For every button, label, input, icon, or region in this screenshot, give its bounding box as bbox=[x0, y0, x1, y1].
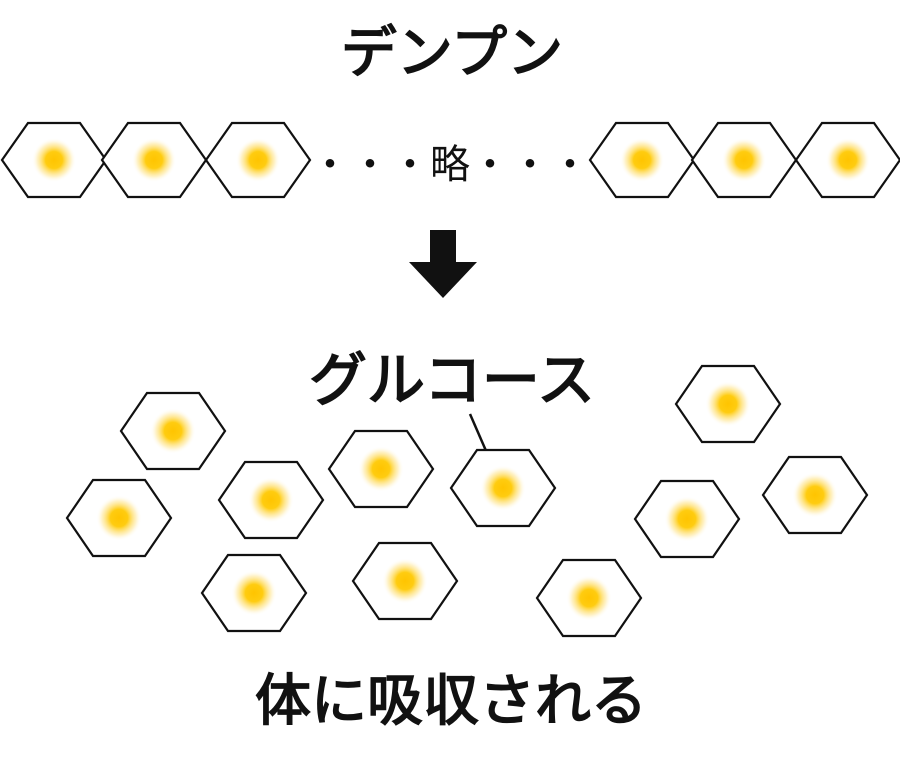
glucose-dot-icon bbox=[664, 496, 710, 542]
glucose-molecule bbox=[200, 553, 308, 633]
glucose-molecules bbox=[65, 364, 869, 638]
glucose-molecule bbox=[351, 541, 459, 621]
glucose-dot-icon bbox=[705, 381, 751, 427]
down-arrow-icon bbox=[409, 230, 477, 298]
glucose-molecule bbox=[65, 478, 173, 558]
starch-unit bbox=[690, 121, 798, 199]
glucose-dot-icon bbox=[566, 575, 612, 621]
glucose-dot-icon bbox=[358, 446, 404, 492]
title-starch: デンプン bbox=[341, 21, 563, 86]
glucose-dot-icon bbox=[231, 570, 277, 616]
glucose-molecule bbox=[633, 479, 741, 559]
caption-absorbed: 体に吸収される bbox=[255, 669, 647, 734]
ellipsis-text: ・・・略・・・ bbox=[310, 142, 590, 188]
glucose-label: グルコース bbox=[309, 346, 595, 414]
glucose-molecule bbox=[449, 448, 557, 528]
glucose-dot-icon bbox=[235, 137, 281, 183]
starch-unit bbox=[204, 121, 312, 199]
glucose-molecule bbox=[535, 558, 643, 638]
glucose-dot-icon bbox=[382, 558, 428, 604]
glucose-molecule bbox=[761, 455, 869, 535]
glucose-molecule bbox=[217, 460, 325, 540]
glucose-dot-icon bbox=[131, 137, 177, 183]
glucose-dot-icon bbox=[825, 137, 871, 183]
glucose-dot-icon bbox=[721, 137, 767, 183]
glucose-dot-icon bbox=[96, 495, 142, 541]
starch-unit bbox=[100, 121, 208, 199]
glucose-molecule bbox=[119, 391, 227, 471]
glucose-dot-icon bbox=[150, 408, 196, 454]
starch-chain-right bbox=[588, 121, 900, 199]
glucose-molecule bbox=[327, 429, 435, 509]
starch-unit bbox=[0, 121, 108, 199]
glucose-dot-icon bbox=[248, 477, 294, 523]
starch-unit bbox=[794, 121, 900, 199]
glucose-dot-icon bbox=[31, 137, 77, 183]
glucose-dot-icon bbox=[619, 137, 665, 183]
glucose-dot-icon bbox=[792, 472, 838, 518]
glucose-molecule bbox=[674, 364, 782, 444]
starch-unit bbox=[588, 121, 696, 199]
starch-chain-left bbox=[0, 121, 312, 199]
glucose-dot-icon bbox=[480, 465, 526, 511]
